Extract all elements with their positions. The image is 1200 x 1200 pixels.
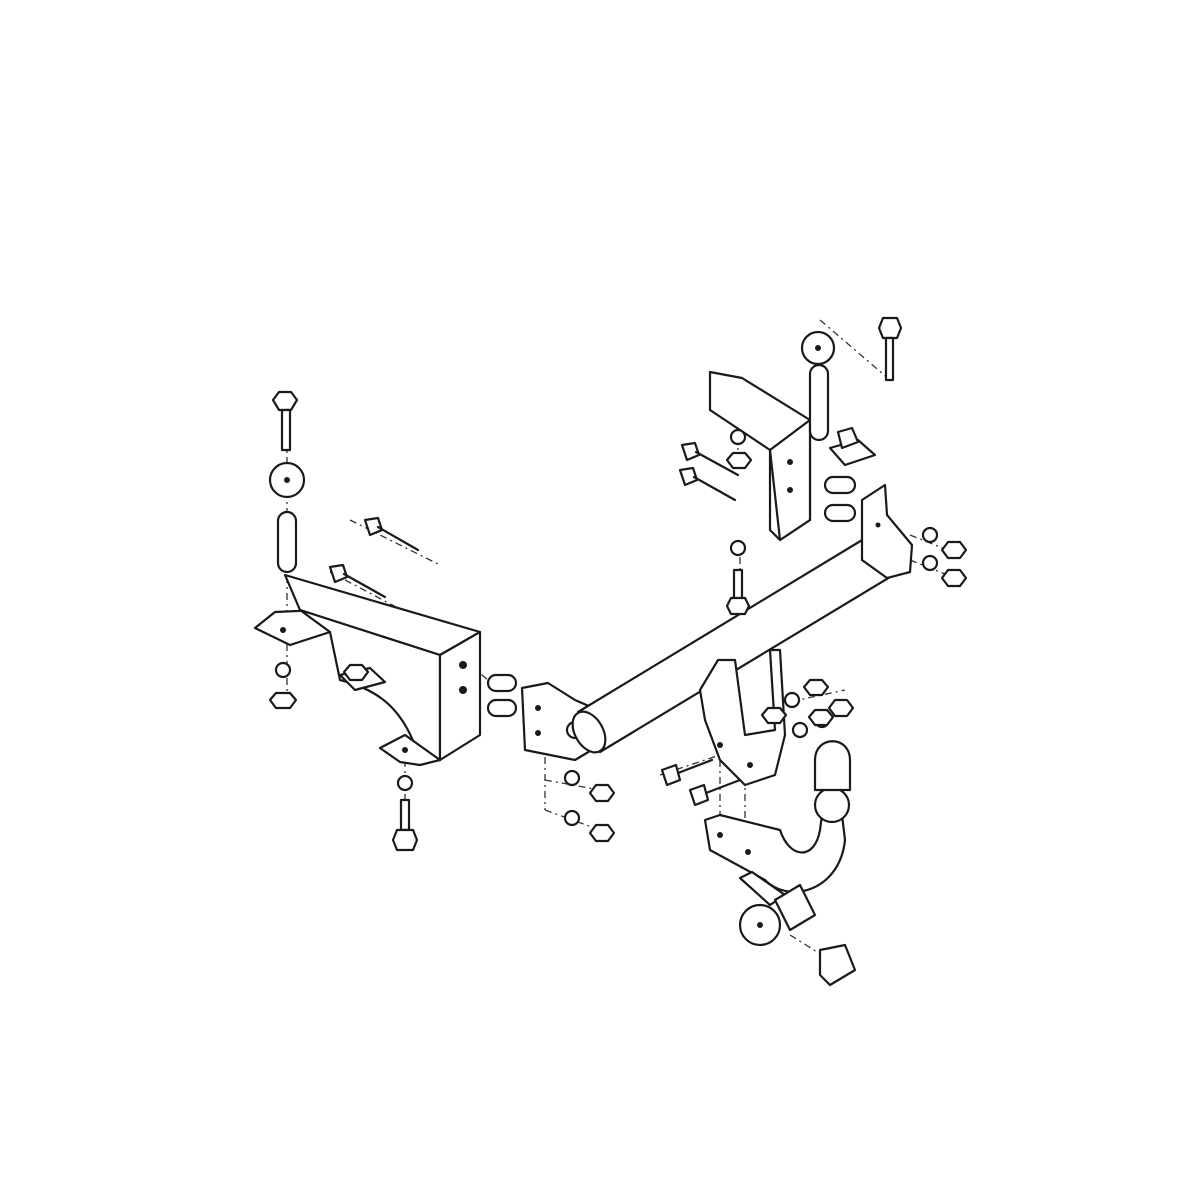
ball-cover xyxy=(813,740,852,792)
tow-ball xyxy=(813,786,851,824)
bolts xyxy=(271,316,903,852)
right-mounting-bracket xyxy=(708,370,877,542)
tow-ball-neck xyxy=(698,648,847,893)
washers xyxy=(268,330,939,827)
spacer-sleeves xyxy=(276,363,857,718)
left-mounting-bracket xyxy=(253,573,482,767)
electrical-socket xyxy=(738,903,857,987)
right-end-plate xyxy=(860,483,914,580)
socket-plate xyxy=(738,870,817,932)
nuts xyxy=(268,451,968,843)
